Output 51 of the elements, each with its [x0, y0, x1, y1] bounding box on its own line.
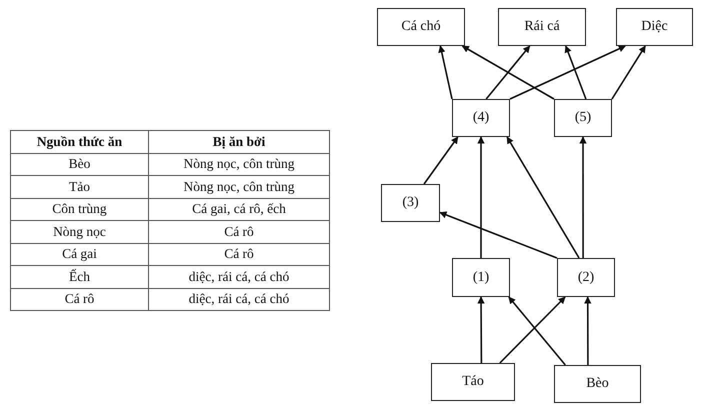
- table-cell: Bị ăn bởi: [148, 130, 330, 153]
- table-cell: Nòng nọc, côn trùng: [148, 153, 330, 176]
- arrow: [510, 45, 626, 100]
- organism-box: [381, 184, 440, 222]
- node-label: Bèo: [586, 376, 609, 392]
- table-cell: diệc, rái cá, cá chó: [148, 288, 330, 310]
- organism-box: [554, 99, 612, 137]
- node-label: Táo: [462, 374, 484, 390]
- arrow: [477, 136, 485, 258]
- arrow: [584, 296, 592, 365]
- table-cell: Nòng nọc: [10, 220, 148, 243]
- organism-box: [431, 363, 515, 401]
- node-label: Diệc: [641, 19, 668, 35]
- table-cell: Nòng nọc, côn trùng: [148, 176, 330, 198]
- node-label: (4): [472, 110, 490, 126]
- node-label: (5): [574, 110, 592, 126]
- organism-box: [452, 258, 510, 297]
- arrow: [477, 296, 485, 363]
- organism-box: [616, 8, 693, 46]
- arrow: [611, 45, 646, 100]
- arrow: [506, 136, 580, 258]
- table-cell: Ếch: [10, 266, 148, 288]
- table-cell: Cá rô: [10, 288, 148, 310]
- organism-box: [452, 99, 510, 137]
- table-cell: Nguồn thức ăn: [10, 130, 148, 153]
- node-label: Rái cá: [524, 19, 560, 35]
- organism-box: [498, 8, 586, 46]
- table-cell: Cá gai, cá rô, ếch: [148, 198, 330, 220]
- organism-box: [554, 365, 641, 403]
- arrow: [564, 45, 587, 100]
- organism-box: [377, 8, 465, 46]
- node-label: (2): [578, 270, 594, 286]
- node-label: (1): [472, 270, 490, 286]
- node-label: Cá chó: [401, 19, 441, 35]
- arrow: [486, 45, 530, 100]
- arrow: [439, 212, 558, 259]
- table-cell: Bèo: [10, 153, 148, 176]
- table-cell: Cá gai: [10, 243, 148, 266]
- table-cell: Côn trùng: [10, 198, 148, 220]
- organism-box: [557, 258, 615, 297]
- table-cell: Tảo: [10, 176, 148, 198]
- arrow: [579, 136, 587, 258]
- arrow: [499, 296, 566, 364]
- arrow: [508, 296, 566, 366]
- arrow: [423, 136, 458, 184]
- node-label: (3): [402, 195, 419, 211]
- arrow: [462, 45, 554, 100]
- arrow: [438, 45, 453, 100]
- table-cell: Cá rô: [148, 243, 330, 266]
- table-cell: diệc, rái cá, cá chó: [148, 266, 330, 288]
- table-cell: Cá rô: [148, 220, 330, 243]
